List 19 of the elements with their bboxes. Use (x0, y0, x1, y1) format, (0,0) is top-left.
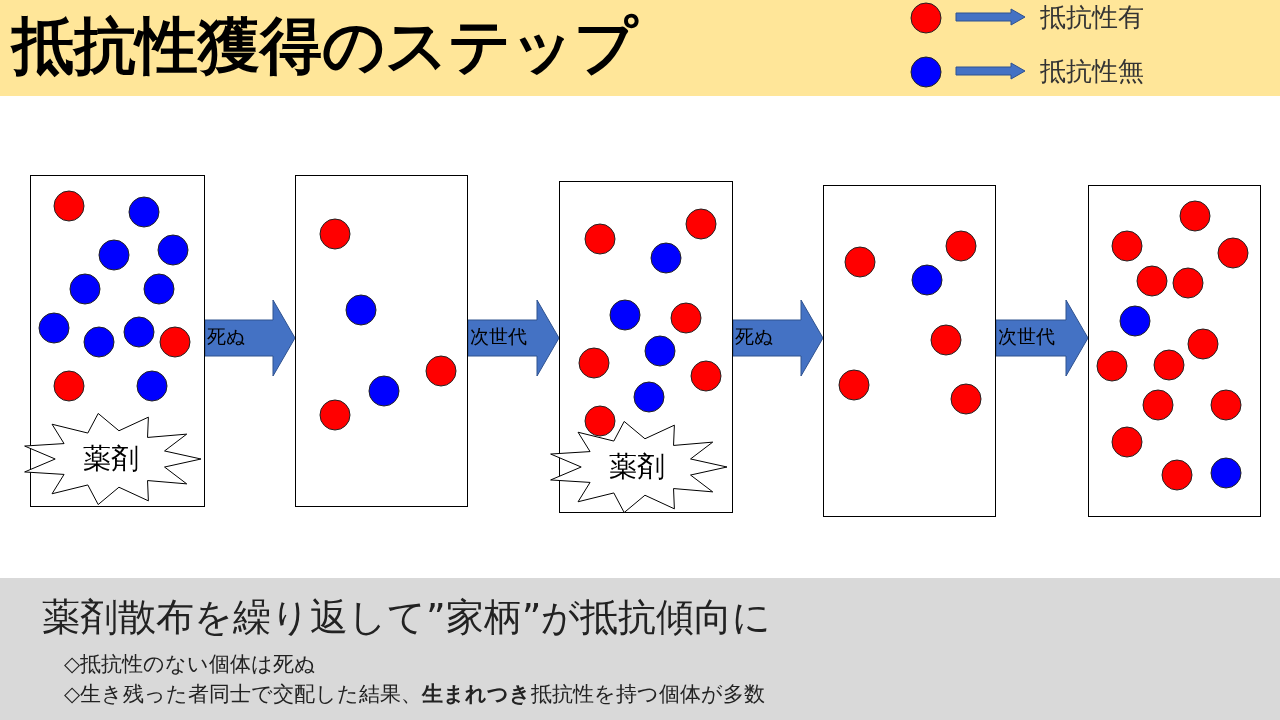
burst-label: 薬剤 (609, 449, 665, 485)
block-arrow (204, 299, 296, 377)
legend-label: 抵抗性無 (1040, 55, 1144, 88)
edge-label: 次世代 (470, 324, 527, 349)
block-arrow (995, 299, 1089, 377)
note-text: ◇生き残った者同士で交配した結果、生まれつき抵抗性を持つ個体が多数 (64, 681, 766, 708)
legend-label: 抵抗性有 (1040, 1, 1144, 34)
panel (823, 185, 996, 517)
title: 抵抗性獲得のステップ (12, 8, 637, 84)
edge-label: 死ぬ (735, 324, 773, 349)
edge-label: 死ぬ (207, 324, 245, 349)
caption: 薬剤散布を繰り返して”家柄”が抵抗傾向に (42, 594, 772, 641)
panel (1088, 185, 1261, 517)
burst-label: 薬剤 (83, 441, 139, 477)
block-arrow (732, 299, 824, 377)
edge-label: 次世代 (998, 324, 1055, 349)
block-arrow (467, 299, 560, 377)
note-text: ◇抵抗性のない個体は死ぬ (64, 651, 317, 678)
panel (295, 175, 468, 507)
